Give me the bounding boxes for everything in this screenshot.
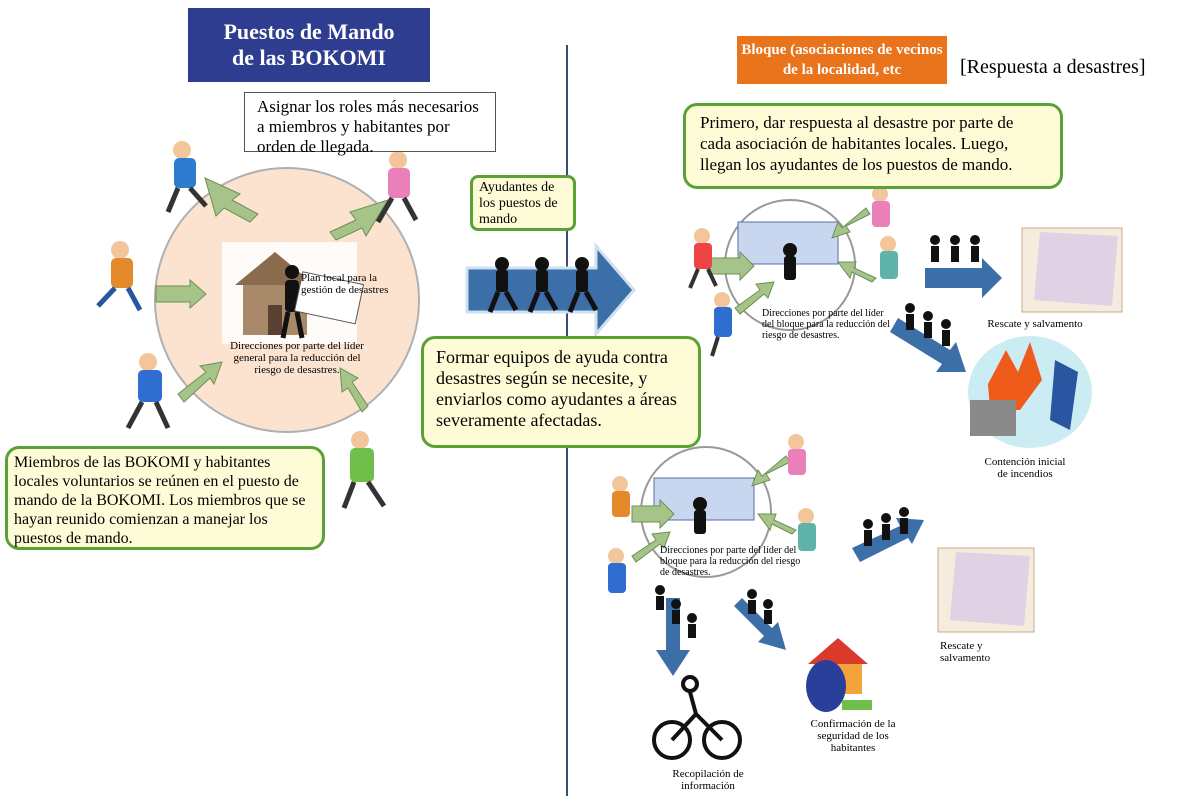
fire-label: Contención inicial de incendios [984,456,1066,480]
person-runner-icon [375,151,419,224]
info-arrow [655,585,697,676]
rescue-image-icon [1021,227,1123,313]
title-line-1: Puestos de Mando [223,19,395,44]
fire-arrow [890,303,966,372]
rescue-image-icon [937,547,1035,633]
person-runner-icon [710,292,732,357]
helpers-arrow [465,241,636,339]
leader-icon [280,265,305,339]
plan-paper-icon [293,271,365,325]
safety-label: Confirmación de la seguridad de los habi… [810,718,896,754]
roles-note: Asignar los roles más necesarios a miemb… [244,92,496,156]
arrow-in-icon [155,278,207,310]
plan-label: Plan local para la gestión de desastres [301,272,389,296]
block-title: Bloque (asociaciones de vecinos de la lo… [737,36,947,84]
arrow-in-icon [204,177,259,223]
person-runner-icon [688,228,718,289]
block-leader-icon [783,243,797,280]
person-runner-icon [608,548,626,593]
teams-note: Formar equipos de ayuda contra desastres… [421,336,701,448]
helpers-runners-icon [487,257,599,313]
members-note: Miembros de las BOKOMI y habitantes loca… [5,446,325,550]
info-label: Recopilación de información [672,768,744,792]
person-runner-icon [880,236,898,279]
helpers-bubble: Ayudantes de los puestos de mando [470,175,576,231]
command-post-title: Puestos de Mando de las BOKOMI [188,8,430,82]
person-runner-icon [125,353,171,430]
arrow-in-icon [329,199,390,241]
arrow-in-icon [339,367,369,413]
person-runner-icon [165,141,208,213]
arrow-in-icon [177,361,223,403]
person-runner-icon [872,186,890,227]
general-directions-label: Direcciones por parte del líder general … [230,340,364,376]
arrows-into-block-top [707,207,877,315]
title-line-2: de las BOKOMI [231,45,386,70]
response-label: [Respuesta a desastres] [960,56,1146,78]
person-runner-icon [788,434,806,475]
house-check-icon [806,638,872,712]
first-response-note: Primero, dar respuesta al desastre por p… [683,103,1063,189]
rescue-arrow-top [925,235,1002,298]
block-leader-icon [693,497,707,534]
rescue-arrow-bottom [852,507,924,562]
block-directions-bottom: Direcciones por parte del líder del bloq… [660,545,801,578]
arrows-into-circle [155,177,390,413]
person-runner-icon [612,476,630,517]
person-runner-icon [96,241,143,312]
person-runner-icon [798,508,816,551]
block-directions-top: Direcciones por parte del líder del bloq… [762,308,890,341]
rescue-label-bottom: Rescate y salvamento [940,640,991,664]
safety-arrow [734,589,786,650]
person-runner-icon [341,431,387,509]
fire-image-icon [968,336,1092,448]
rescue-label-top: Rescate y salvamento [987,318,1083,330]
arrows-into-block-bottom [631,455,797,563]
bicycle-icon [652,675,742,760]
